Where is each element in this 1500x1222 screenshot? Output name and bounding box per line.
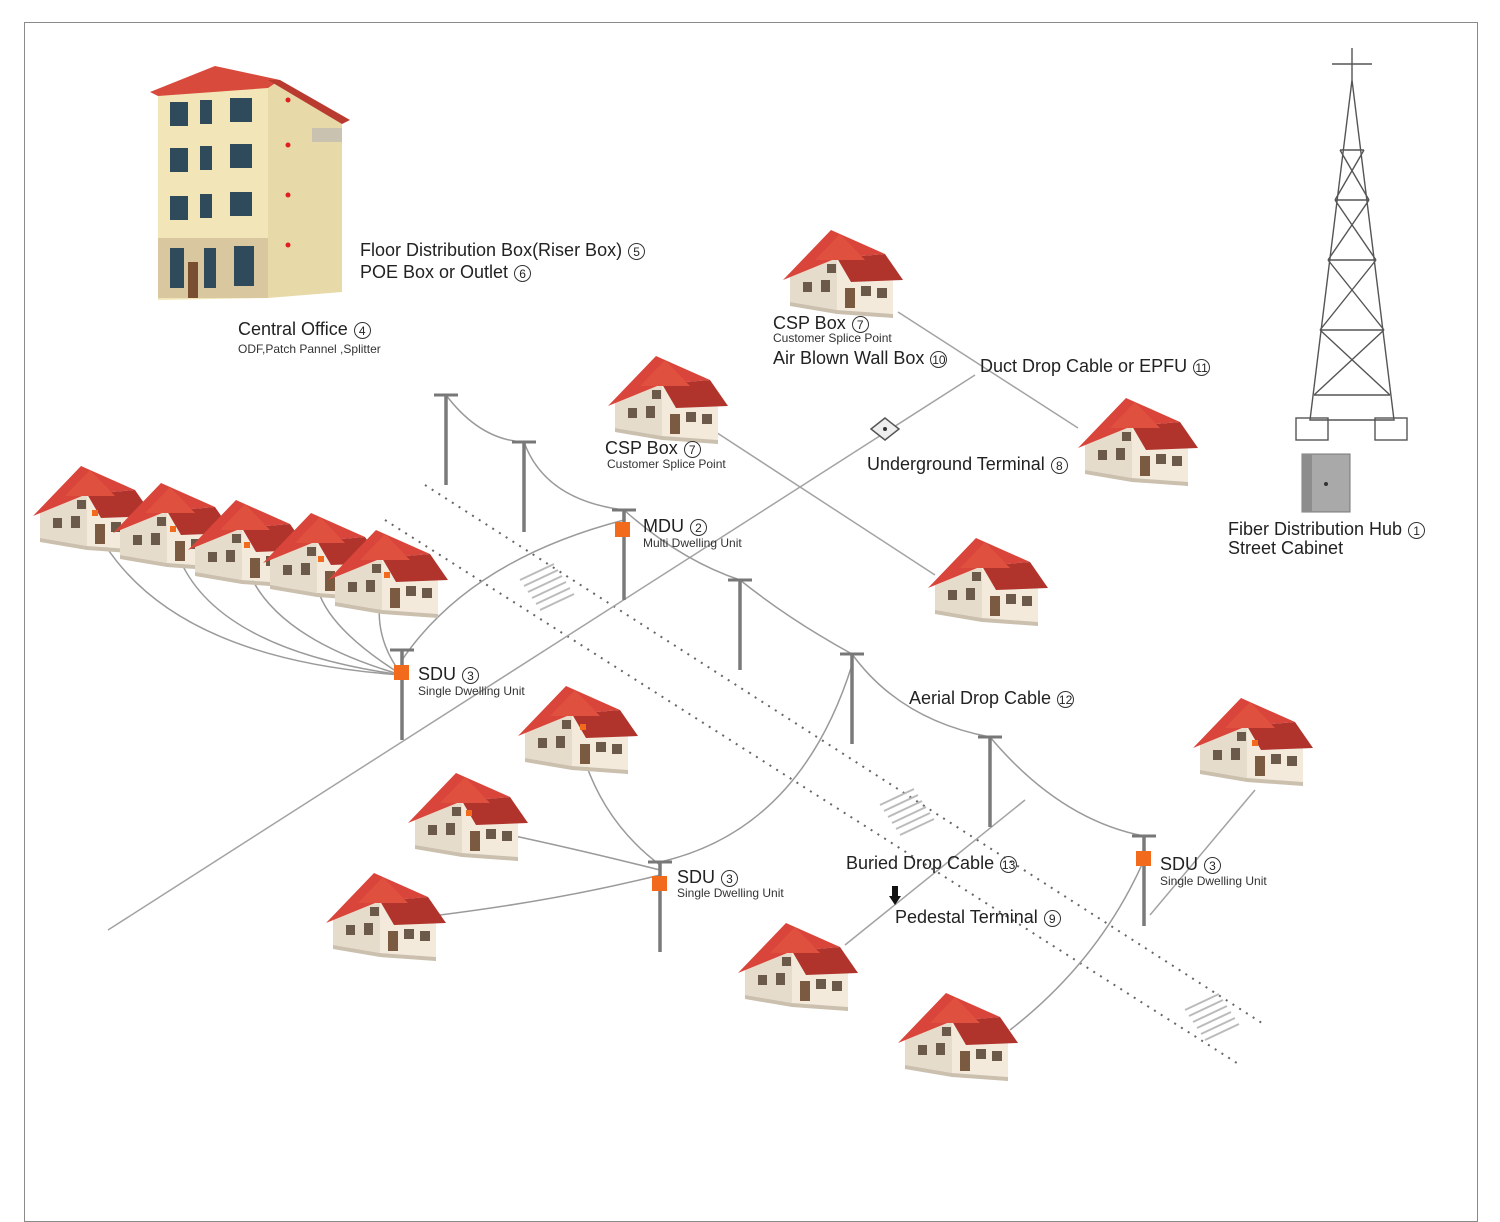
cell-tower xyxy=(1295,48,1408,441)
csp-box-mid-sublabel: Customer Splice Point xyxy=(607,457,726,471)
sdu-terminal-right xyxy=(1136,851,1151,866)
ground-cables xyxy=(107,311,1256,946)
street-cabinet-label: Street Cabinet xyxy=(1228,538,1344,558)
street-cabinet xyxy=(1301,453,1351,513)
aerial-cables xyxy=(104,394,1145,1031)
sdu-terminal-mid xyxy=(652,876,667,891)
ftth-network-diagram xyxy=(33,48,1408,1081)
sdu-left-sublabel: Single Dwelling Unit xyxy=(418,684,525,698)
road-lines xyxy=(384,484,1266,1066)
sdu-terminal-left xyxy=(394,665,409,680)
sdu-right-sublabel: Single Dwelling Unit xyxy=(1160,874,1267,888)
house-terminals xyxy=(92,510,1258,816)
central-office-sublabel: ODF,Patch Pannel ,Splitter xyxy=(238,342,381,356)
crosswalks xyxy=(519,563,1240,1041)
mdu-sublabel: Multi Dwelling Unit xyxy=(643,536,742,550)
central-office-building xyxy=(150,66,350,300)
underground-terminal-marker xyxy=(869,417,901,441)
csp-box-top-sublabel: Customer Splice Point xyxy=(773,331,892,345)
sdu-mid-sublabel: Single Dwelling Unit xyxy=(677,886,784,900)
terminal-boxes xyxy=(394,522,1151,891)
floor-distribution-box-label: Floor Distribution Box(Riser Box)5 xyxy=(360,241,646,260)
utility-poles xyxy=(388,393,1158,954)
pedestal-marker xyxy=(889,886,901,905)
mdu-terminal xyxy=(615,522,630,537)
